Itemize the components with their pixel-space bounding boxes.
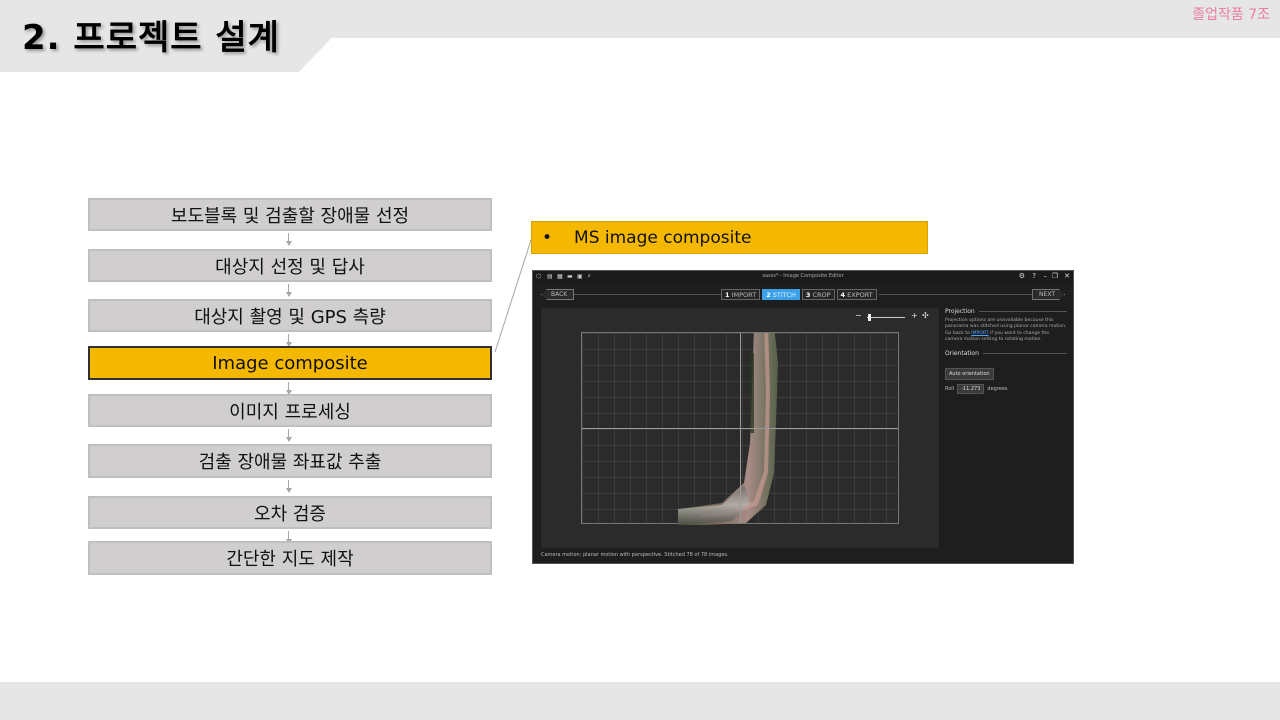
new-video-icon[interactable]: ▦: [557, 273, 563, 280]
wizard-step-stitch[interactable]: 2 STITCH: [762, 289, 800, 300]
flow-step-2: 대상지 선정 및 답사: [88, 249, 492, 282]
fit-view-icon[interactable]: ✣: [922, 311, 929, 320]
app-logo-icon: ⬡: [536, 273, 542, 280]
flow-step-4-active: Image composite: [88, 346, 492, 380]
wizard-step-export[interactable]: 4 EXPORT: [836, 289, 877, 300]
wizard-step-number: 3: [805, 291, 811, 299]
flow-step-5: 이미지 프로세싱: [88, 394, 492, 427]
flow-arrow: [286, 429, 292, 443]
zoom-slider-track[interactable]: [867, 317, 905, 318]
flow-step-6: 검출 장애물 좌표값 추출: [88, 444, 492, 478]
save-icon[interactable]: ▣: [577, 273, 583, 280]
publish-icon[interactable]: ⚡: [587, 273, 592, 280]
flow-step-7: 오차 검증: [88, 496, 492, 529]
restore-icon[interactable]: ❐: [1051, 272, 1058, 280]
wizard-step-crop[interactable]: 3 CROP: [801, 289, 835, 300]
app-title: sasss* - Image Composite Editor: [762, 273, 844, 279]
wizard-step-label: IMPORT: [731, 291, 757, 299]
wizard-step-label: STITCH: [772, 291, 796, 299]
wizard-step-import[interactable]: 1 IMPORT: [721, 289, 761, 300]
zoom-controls: − + ✣: [855, 312, 935, 322]
callout-bullet: •: [542, 227, 553, 248]
ice-screenshot: ⬡ ▤ ▦ ▬ ▣ ⚡ sasss* - Image Composite Edi…: [532, 270, 1074, 564]
roll-input[interactable]: -11.273: [957, 383, 985, 394]
wizard-bar: BACK 1 IMPORT 2 STITCH 3 CROP 4 EXPORT N…: [533, 285, 1073, 303]
settings-icon[interactable]: ⚙: [1018, 272, 1025, 280]
wizard-step-label: CROP: [812, 291, 831, 299]
flow-arrow: [286, 334, 292, 348]
orientation-header: Orientation: [945, 350, 1067, 357]
projection-text-1: Projection options are unavailable becau…: [945, 318, 1067, 336]
wizard-step-number: 2: [766, 291, 771, 299]
projection-text-2: if you want to change the camera motion …: [945, 330, 1050, 343]
callout-box: • MS image composite: [531, 221, 928, 254]
wizard-step-number: 1: [725, 291, 730, 299]
zoom-slider-thumb[interactable]: [868, 314, 871, 321]
orientation-header-text: Orientation: [945, 349, 979, 357]
stitch-canvas[interactable]: − + ✣: [541, 308, 939, 548]
panorama-image: [678, 333, 778, 525]
status-bar: Camera motion: planar motion with perspe…: [541, 552, 729, 558]
flow-arrow: [286, 233, 292, 247]
footer-band: [0, 682, 1280, 720]
roll-unit: degrees: [987, 385, 1008, 392]
wizard-step-number: 4: [840, 291, 846, 299]
flow-arrow: [286, 382, 292, 396]
crop-grid[interactable]: [581, 332, 899, 525]
flow-arrow: [286, 480, 292, 494]
projection-header: Projection: [945, 308, 1067, 315]
auto-orientation-button[interactable]: Auto orientation: [945, 367, 994, 380]
team-label: 졸업작품 7조: [1192, 7, 1270, 23]
open-folder-icon[interactable]: ▬: [567, 273, 573, 280]
zoom-out-icon[interactable]: −: [855, 311, 862, 320]
projection-description: Projection options are unavailable becau…: [945, 318, 1067, 344]
new-panorama-icon[interactable]: ▤: [547, 273, 553, 280]
help-icon[interactable]: ?: [1032, 272, 1036, 280]
import-link[interactable]: IMPORT: [971, 330, 989, 336]
next-button[interactable]: NEXT: [1032, 289, 1065, 300]
flow-step-8: 간단한 지도 제작: [88, 541, 492, 575]
app-titlebar: ⬡ ▤ ▦ ▬ ▣ ⚡ sasss* - Image Composite Edi…: [533, 271, 1073, 283]
roll-label: Roll: [945, 385, 955, 392]
flow-step-1: 보도블록 및 검출할 장애물 선정: [88, 198, 492, 231]
grid-center-vertical: [740, 333, 741, 523]
roll-row: Roll -11.273 degrees: [945, 383, 1067, 394]
close-icon[interactable]: ✕: [1064, 272, 1070, 280]
zoom-in-icon[interactable]: +: [911, 311, 918, 320]
projection-header-text: Projection: [945, 308, 975, 315]
slide-title: 2. 프로젝트 설계: [22, 18, 280, 58]
flow-arrow: [286, 284, 292, 298]
side-panel: Projection Projection options are unavai…: [945, 308, 1067, 548]
wizard-step-label: EXPORT: [847, 291, 873, 299]
callout-text: MS image composite: [574, 227, 752, 248]
minimize-icon[interactable]: –: [1043, 272, 1048, 280]
back-button[interactable]: BACK: [541, 289, 575, 300]
flow-step-3: 대상지 촬영 및 GPS 측량: [88, 299, 492, 332]
wizard-steps: 1 IMPORT 2 STITCH 3 CROP 4 EXPORT: [721, 289, 879, 300]
title-tab: [0, 0, 332, 72]
